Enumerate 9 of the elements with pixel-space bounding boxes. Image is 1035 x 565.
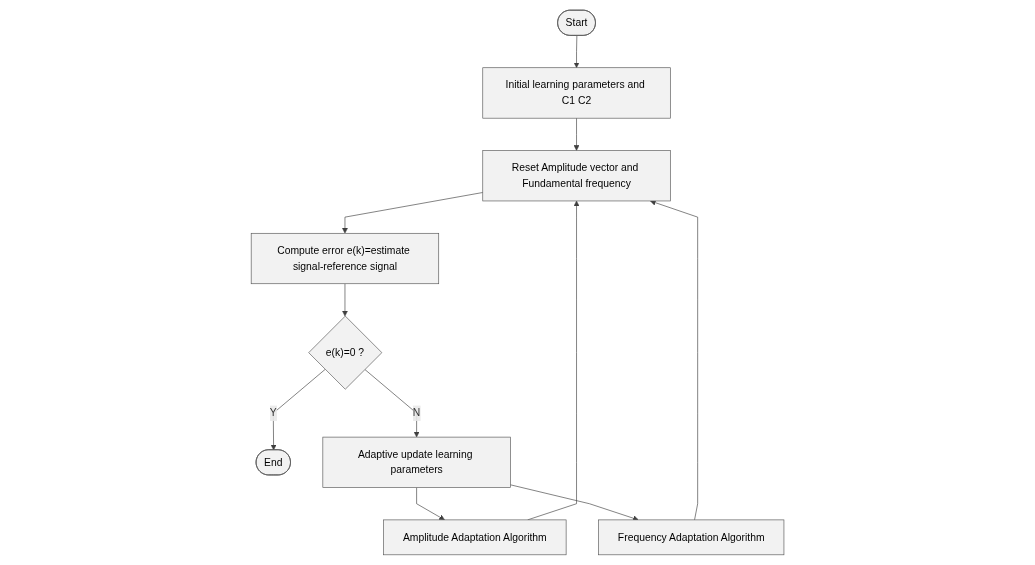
node-box: Frequency Adaptation Algorithm bbox=[598, 519, 785, 556]
node-box: Amplitude Adaptation Algorithm bbox=[383, 519, 567, 556]
edge-label: N bbox=[412, 407, 421, 419]
edge-label: Y bbox=[269, 407, 277, 419]
node-box: Reset Amplitude vector and Fundamental frequency bbox=[482, 150, 671, 202]
node-box: Adaptive update learning parameters bbox=[322, 436, 511, 488]
node-diamond: e(k)=0 ? bbox=[308, 315, 383, 390]
node-box: Compute error e(k)=estimate signal-reference signal bbox=[250, 232, 439, 285]
node-box: Initial learning parameters and C1 C2 bbox=[482, 67, 671, 119]
